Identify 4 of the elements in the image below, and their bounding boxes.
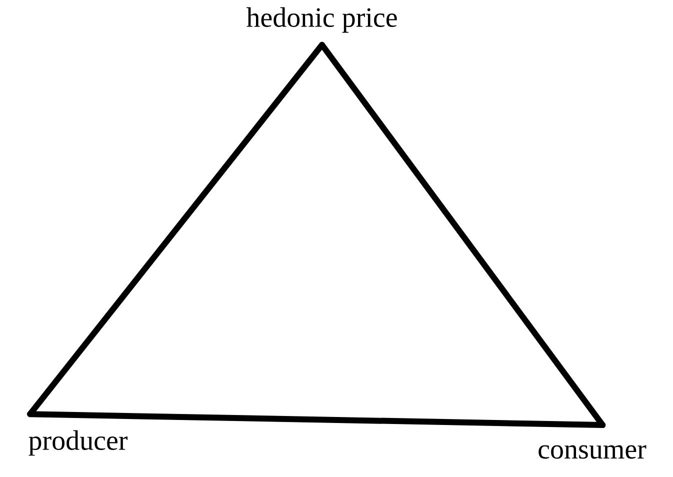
- vertex-label: producer: [28, 430, 128, 456]
- vertex-label: consumer: [538, 445, 646, 459]
- triangle-side: [319, 42, 606, 428]
- vertex-label: hedonic price: [246, 7, 397, 33]
